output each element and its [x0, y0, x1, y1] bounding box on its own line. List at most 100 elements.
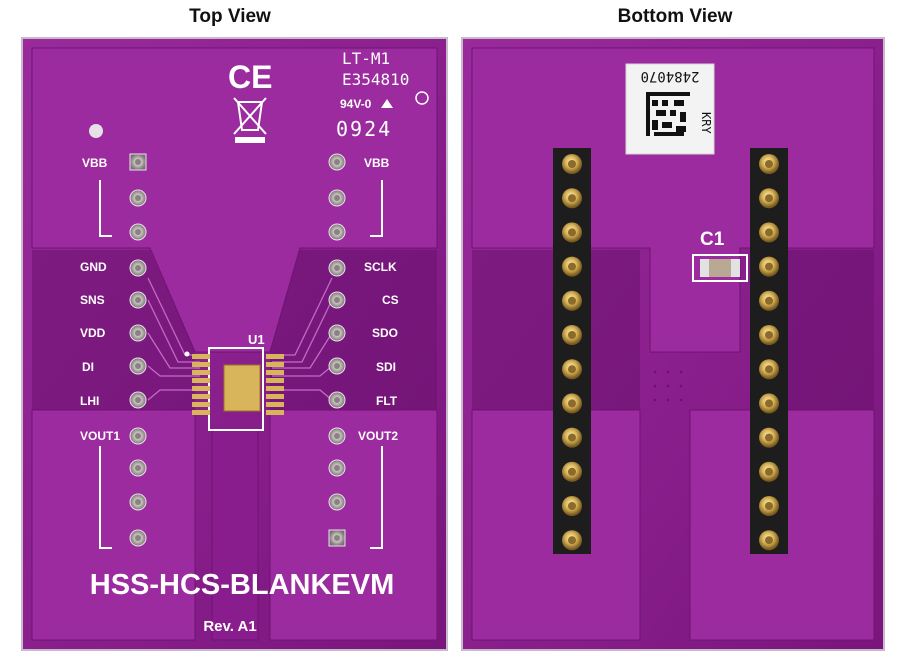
label-flt: FLT [376, 394, 398, 408]
header-right-pin-7-hole [765, 365, 773, 374]
label-gnd: GND [80, 260, 107, 274]
left-pad-9-hole [135, 433, 141, 439]
header-right-pin-1-hole [765, 160, 773, 168]
label-sdi: SDI [376, 360, 396, 374]
header-right-pin-9-hole [765, 433, 773, 442]
date-code: 0924 [336, 117, 392, 141]
header-right-pin-12-hole [765, 536, 773, 545]
left-pad-2-hole [135, 195, 141, 201]
header-right-pin-8-hole [765, 399, 773, 408]
bracket-left-vout1 [99, 446, 112, 549]
bottom-copper-upper [471, 47, 875, 353]
bracket-left-vbb [99, 180, 112, 237]
header-left-pin-7-hole [568, 365, 576, 374]
header-right-body [750, 148, 788, 554]
chip-pins-right [266, 354, 284, 415]
right-pad-3-hole [334, 229, 340, 235]
chip-pins-left [192, 354, 210, 415]
label-lhi: LHI [80, 394, 99, 408]
left-pad-1-hole [135, 159, 141, 165]
via-dots [653, 370, 683, 402]
header-right-pins [759, 154, 779, 551]
header-left-pins [562, 154, 582, 551]
top-dark-right [270, 250, 437, 410]
header-left-pin-11-hole [568, 502, 576, 510]
header-left-pin-3-hole [568, 228, 576, 237]
header-left-pin-8-hole [568, 399, 576, 408]
label-sdo: SDO [372, 326, 398, 340]
right-pad-10-hole [334, 465, 340, 471]
right-pad-2-hole [334, 195, 340, 201]
right-pad-8-hole [334, 397, 340, 403]
header-right-pin-10-hole [765, 467, 773, 476]
chip-pin1-dot [184, 351, 190, 357]
capacitor-c1 [692, 254, 748, 282]
left-pad-5-hole [135, 297, 141, 303]
right-pad-7-hole [334, 363, 340, 369]
label-cs: CS [382, 293, 399, 307]
chip-thermal-pad [223, 364, 261, 412]
top-copper-lower-right [269, 409, 438, 641]
right-pad-4-hole [334, 265, 340, 271]
header-left-pin-9-hole [568, 433, 576, 442]
top-board: CE LT-M1 E354810 94V-0 0924 [21, 37, 448, 651]
header-left-pin-6-hole [568, 331, 576, 339]
cert-line2: E354810 [342, 70, 409, 89]
header-left-pin-12-hole [568, 536, 576, 545]
header-left-pin-5-hole [568, 296, 576, 305]
right-pad-9-hole [334, 433, 340, 439]
ce-mark: CE [228, 59, 272, 95]
label-left-vbb: VBB [82, 156, 108, 170]
header-left-pin-2-hole [568, 194, 576, 203]
header-right-pin-5-hole [765, 296, 773, 305]
right-pad-12-hole [334, 535, 340, 541]
right-pad-5-hole [334, 297, 340, 303]
label-sclk: SCLK [364, 260, 397, 274]
header-left-pin-4-hole [568, 262, 576, 271]
left-pad-11-hole [135, 499, 141, 505]
weee-icon [233, 97, 267, 143]
header-right-pin-2-hole [765, 194, 773, 203]
label-vout2: VOUT2 [358, 429, 398, 443]
left-pad-column [129, 153, 147, 547]
header-right-pin-11-hole [765, 502, 773, 510]
cert-line3: 94V-0 [340, 97, 372, 111]
right-pad-11-hole [334, 499, 340, 505]
board-revision: Rev. A1 [203, 618, 256, 635]
datamatrix-icon [646, 92, 690, 136]
top-copper-lower-left [31, 409, 196, 641]
top-view-heading: Top View [189, 6, 271, 27]
ul-mark-icon [381, 91, 429, 108]
bracket-right-vbb [370, 180, 383, 237]
label-vdd: VDD [80, 326, 106, 340]
label-vout1: VOUT1 [80, 429, 120, 443]
serial-code: 2484070 [640, 68, 699, 84]
right-pad-column [328, 153, 346, 547]
header-right-pin-6-hole [765, 331, 773, 339]
left-pad-8-hole [135, 397, 141, 403]
label-right-vbb: VBB [364, 156, 390, 170]
left-pad-6-hole [135, 330, 141, 336]
chip-u1 [184, 347, 284, 431]
top-center-strip [211, 429, 259, 641]
board-name: HSS-HCS-BLANKEVM [90, 569, 395, 601]
header-right-pin-3-hole [765, 228, 773, 237]
header-left-body [553, 148, 591, 554]
left-pad-7-hole [135, 363, 141, 369]
bottom-view-heading: Bottom View [617, 6, 733, 27]
header-right-pin-4-hole [765, 262, 773, 271]
chip-ref-label: U1 [248, 332, 265, 347]
right-pad-6-hole [334, 330, 340, 336]
serial-suffix: KRY [699, 112, 713, 134]
left-pad-4-hole [135, 265, 141, 271]
left-pad-10-hole [135, 465, 141, 471]
header-left-pin-1-hole [568, 160, 576, 168]
pin1-dot [89, 124, 103, 138]
left-pad-3-hole [135, 229, 141, 235]
bracket-right-vout2 [370, 446, 383, 549]
label-di: DI [82, 360, 94, 374]
serial-label: 2484070 KRY [625, 63, 715, 155]
cert-line1: LT-M1 [342, 49, 390, 68]
label-sns: SNS [80, 293, 105, 307]
